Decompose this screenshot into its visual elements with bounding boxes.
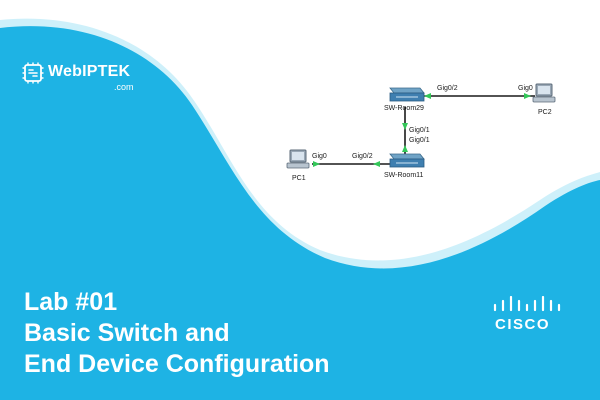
- link-indicator-pc1: [313, 161, 320, 167]
- chip-icon: [22, 62, 44, 84]
- pc1-label: PC1: [292, 175, 306, 182]
- switch-room11-icon[interactable]: [389, 153, 425, 168]
- sw29-uplink-port-label: Gig0/1: [409, 127, 430, 134]
- pc2-label: PC2: [538, 109, 552, 116]
- link-indicator-sw11-left: [373, 161, 380, 167]
- lab-title: Lab #01 Basic Switch and End Device Conf…: [24, 287, 330, 380]
- sw-room11-label: SW-Room11: [384, 172, 424, 179]
- title-line-1: Lab #01: [24, 288, 118, 316]
- pc1-device-icon[interactable]: [286, 149, 310, 169]
- sw29-pc2-port-label: Gig0/2: [437, 85, 458, 92]
- pc2-port-label: Gig0: [518, 85, 533, 92]
- sw11-pc1-port-label: Gig0/2: [352, 153, 373, 160]
- link-indicator-sw11-up: [402, 145, 408, 152]
- switch-room29-icon[interactable]: [389, 87, 425, 102]
- brand-domain: .com: [114, 82, 134, 92]
- cisco-logo: CISCO: [492, 295, 572, 336]
- sw11-uplink-port-label: Gig0/1: [409, 137, 430, 144]
- wave-fill: [0, 26, 600, 400]
- pc2-device-icon[interactable]: [532, 83, 556, 103]
- title-line-3: End Device Configuration: [24, 350, 330, 378]
- brand-name: WebIPTEK: [48, 63, 131, 80]
- link-indicator-sw29-down: [402, 123, 408, 130]
- link-indicator-pc2: [524, 93, 531, 99]
- cisco-bars-icon: [493, 295, 561, 312]
- link-indicator-sw29-right: [424, 93, 431, 99]
- brand-logo[interactable]: WebIPTEK .com: [22, 62, 162, 96]
- sw-room29-label: SW-Room29: [384, 105, 424, 112]
- cisco-wordmark: CISCO: [495, 316, 551, 333]
- title-line-2: Basic Switch and: [24, 319, 230, 347]
- pc1-port-label: Gig0: [312, 153, 327, 160]
